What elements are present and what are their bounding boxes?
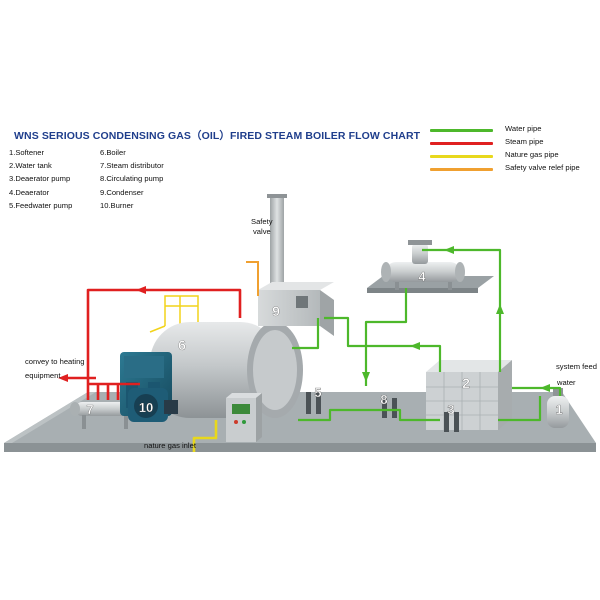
marker-9: 9: [272, 303, 280, 319]
pump-groups: [306, 392, 459, 432]
component-list-left: 1.Softener 2.Water tank 3.Deaerator pump…: [9, 146, 72, 212]
control-cabinet: [226, 393, 262, 442]
annotation-line: system feed: [556, 362, 597, 371]
component-item: 4.Deaerator: [9, 187, 50, 197]
component-item: 10.Burner: [100, 200, 134, 210]
annotation-line: equipment: [25, 371, 61, 380]
heating-equipment-label: convey to heating equipment: [25, 357, 85, 381]
service-handrail: [149, 295, 199, 333]
component-item: 1.Softener: [9, 148, 45, 157]
chimney: [267, 194, 287, 300]
water-flow-arrows: [362, 246, 550, 392]
marker-8: 8: [380, 392, 387, 407]
component-item: 6.Boiler: [100, 148, 126, 157]
marker-4: 4: [418, 269, 426, 284]
marker-3: 3: [447, 402, 454, 417]
component-markers: 1 2 3 4 5 6 7 8 9 10: [86, 269, 563, 417]
deaerator-tank: [381, 240, 465, 290]
annotation-line: valve: [253, 227, 271, 236]
annotation-line: water: [557, 378, 576, 387]
water-pipes: [292, 248, 562, 422]
marker-1: 1: [555, 402, 562, 417]
marker-5: 5: [314, 385, 321, 400]
softener-tank: [547, 388, 569, 428]
legend-label: Safety valve relef pipe: [505, 163, 580, 172]
condenser-unit: [258, 282, 334, 336]
safety-valve-label: Safety valve: [251, 217, 273, 237]
component-item: 2.Water tank: [9, 161, 52, 171]
legend-label: Water pipe: [505, 124, 542, 133]
legend-item-relief: Safety valve relef pipe: [430, 163, 598, 176]
marker-7: 7: [86, 402, 93, 417]
safety-relief-pipe: [246, 261, 259, 296]
legend-swatch: [430, 129, 493, 132]
component-item: 5.Feedwater pump: [9, 200, 73, 210]
chart-title: WNS SERIOUS CONDENSING GAS（OIL）FIRED STE…: [14, 130, 421, 142]
marker-6: 6: [178, 337, 186, 353]
steam-pipes: [64, 288, 242, 400]
gas-inlet-label: nature gas inlet: [144, 441, 196, 450]
component-item: 9.Condenser: [100, 187, 144, 197]
component-item: 3.Deaerator pump: [9, 174, 71, 184]
annotation-line: convey to heating: [25, 357, 85, 366]
component-item: 8.Circulating pump: [100, 174, 164, 184]
steam-flow-arrows: [58, 286, 146, 382]
pipe-legend: Water pipe Steam pipe Nature gas pipe Sa…: [430, 124, 598, 176]
component-list-right: 6.Boiler 7.Steam distributor 8.Circulati…: [100, 146, 164, 212]
component-item: 7.Steam distributor: [100, 161, 164, 171]
annotation-line: Safety: [251, 217, 273, 226]
boiler-body: [120, 322, 303, 418]
legend-swatch: [430, 168, 493, 171]
legend-swatch: [430, 142, 493, 145]
legend-label: Nature gas pipe: [505, 150, 559, 159]
system-feed-water-label: system feed water: [556, 362, 597, 388]
legend-item-gas: Nature gas pipe: [430, 150, 598, 163]
legend-item-steam: Steam pipe: [430, 137, 598, 150]
legend-item-water: Water pipe: [430, 124, 598, 137]
marker-2: 2: [462, 375, 470, 391]
legend-label: Steam pipe: [505, 137, 544, 146]
legend-swatch: [430, 155, 493, 158]
gas-pipe: [192, 420, 218, 452]
burner-unit: [128, 388, 178, 422]
marker-10: 10: [139, 400, 153, 415]
